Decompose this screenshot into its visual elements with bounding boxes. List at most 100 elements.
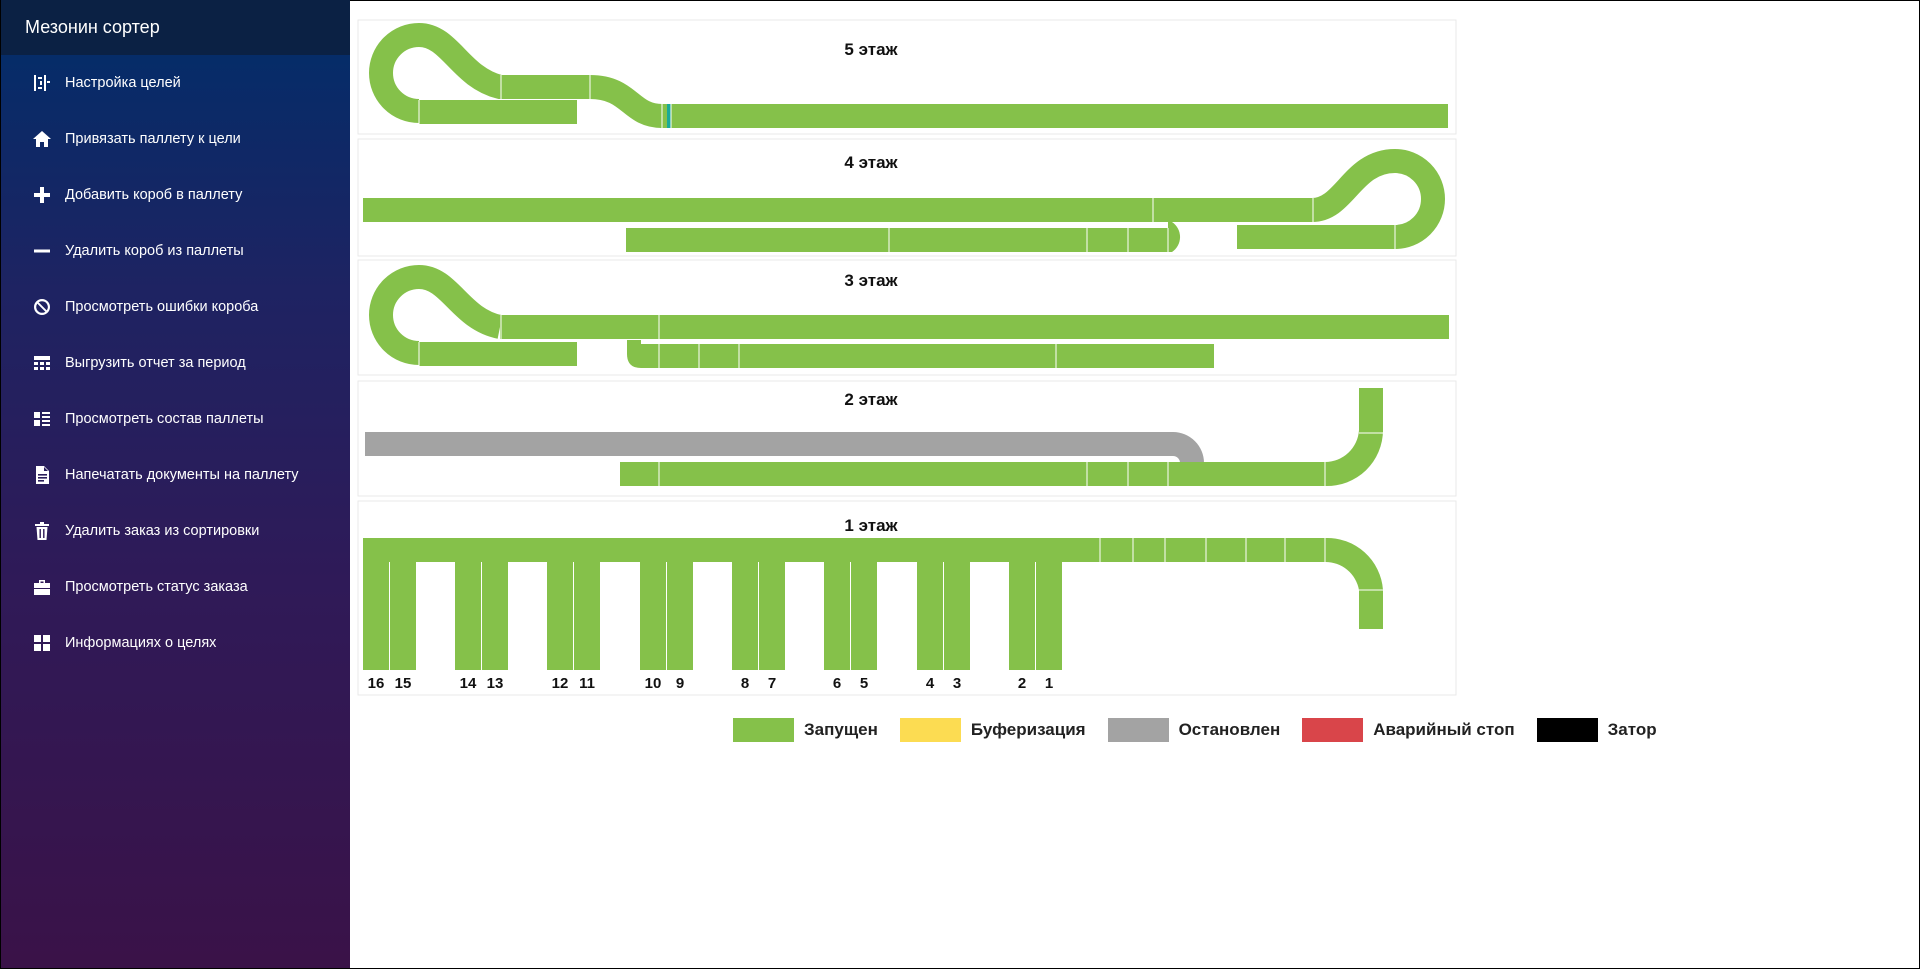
chute-9[interactable] [667,562,693,670]
conveyor-main-line[interactable] [500,315,1449,339]
menu-item-bind-pallet[interactable]: Привязать паллету к цели [1,111,350,167]
conveyor-stopped-line[interactable] [365,432,1173,456]
conveyor-segment[interactable] [419,342,577,366]
minus-icon [31,240,53,262]
conveyor-lower-line[interactable] [620,462,1326,486]
chute-number: 9 [676,675,684,692]
menu-item-label: Удалить заказ из сортировки [65,523,260,539]
floor-panel-3: 3 этаж [357,259,1457,376]
chute-2[interactable] [1009,562,1035,670]
grid-icon [31,632,53,654]
menu-item-label: Просмотреть ошибки короба [65,299,259,315]
legend-swatch [733,718,794,742]
chute-14[interactable] [455,562,481,670]
trash-icon [31,520,53,542]
app-title[interactable]: Мезонин сортер [1,0,350,55]
conveyor-segment[interactable] [419,100,577,124]
menu-item-targets-info[interactable]: Информацияx о целях [1,615,350,671]
chute-number: 15 [395,675,412,692]
chute-number: 14 [460,675,477,692]
main-content: 5 этаж 4 этаж [350,0,1920,969]
conveyor-vertical-segment[interactable] [1359,589,1383,629]
legend-label: Затор [1607,720,1657,739]
menu-item-add-box[interactable]: Добавить короб в паллету [1,167,350,223]
legend-label: Остановлен [1178,720,1281,739]
floor-title: 3 этаж [844,271,898,290]
conveyor-loop[interactable] [1237,148,1445,249]
conveyor-curve[interactable] [627,340,641,368]
chute-3[interactable] [944,562,970,670]
chute-number: 11 [579,675,595,692]
menu-item-pallet-contents[interactable]: Просмотреть состав паллеты [1,391,350,447]
floor-title: 5 этаж [844,40,898,59]
menu-item-export-report[interactable]: Выгрузить отчет за период [1,335,350,391]
calendar-icon [31,352,53,374]
legend-item: Остановлен [1107,718,1281,742]
menu-item-label: Привязать паллету к цели [65,131,241,147]
sidebar-menu: Настройка целей Привязать паллету к цели… [1,55,350,671]
floor-panel-4: 4 этаж [357,138,1457,257]
menu-item-delete-order[interactable]: Удалить заказ из сортировки [1,503,350,559]
legend-label: Запущен [804,720,878,739]
chute-number: 4 [926,675,935,692]
chute-number: 12 [552,675,569,692]
legend-swatch [1536,718,1598,742]
legend-item: Аварийный стоп [1302,718,1515,742]
legend-swatch [1302,718,1364,742]
legend-item: Буферизация [899,718,1086,742]
menu-item-box-errors[interactable]: Просмотреть ошибки короба [1,279,350,335]
conveyor-loop[interactable] [369,264,504,365]
chute-7[interactable] [759,562,785,670]
menu-item-remove-box[interactable]: Удалить короб из паллеты [1,223,350,279]
chute-6[interactable] [824,562,850,670]
menu-item-label: Выгрузить отчет за период [65,355,246,371]
chute-8[interactable] [732,562,758,670]
menu-item-label: Информацияx о целях [65,635,217,651]
conveyor-lower-line[interactable] [641,344,1214,368]
conveyor-main-line[interactable] [363,538,1326,562]
conveyor-main-line[interactable] [660,104,1448,128]
legend-swatch [1107,718,1169,742]
chute-4[interactable] [917,562,943,670]
menu-item-label: Просмотреть статус заказа [65,579,248,595]
menu-item-target-settings[interactable]: Настройка целей [1,55,350,111]
floor-title: 4 этаж [844,153,898,172]
conveyor-curve[interactable] [589,75,663,128]
conveyor-main-line[interactable] [363,198,1313,222]
menu-item-label: Просмотреть состав паллеты [65,411,264,427]
conveyor-curve[interactable] [1325,537,1383,590]
conveyor-lower-line[interactable] [626,228,1170,252]
conveyor-curve[interactable] [1325,430,1384,487]
floor-title: 2 этаж [844,390,898,409]
sidebar: Мезонин сортер Настройка целей Привязать… [0,0,350,969]
chute-12[interactable] [547,562,573,670]
menu-item-label: Добавить короб в паллету [65,187,243,203]
legend-label: Аварийный стоп [1373,720,1515,739]
conveyor-vertical-segment[interactable] [1359,388,1383,432]
plus-icon [31,184,53,206]
conveyor-stopped-curve[interactable] [1172,432,1204,463]
chute-5[interactable] [851,562,877,670]
menu-item-print-documents[interactable]: Напечатать документы на паллету [1,447,350,503]
chute-16[interactable] [363,562,389,670]
floor-title: 1 этаж [844,516,898,535]
chute-13[interactable] [482,562,508,670]
chute-15[interactable] [390,562,416,670]
conveyor-scheme: 5 этаж 4 этаж [357,19,1457,696]
floor-panel-frame [357,500,1457,696]
menu-item-order-status[interactable]: Просмотреть статус заказа [1,559,350,615]
chute-1[interactable] [1036,562,1062,670]
conveyor-loop[interactable] [369,22,590,123]
chute-11[interactable] [574,562,600,670]
chute-number: 2 [1018,675,1026,692]
legend-item: Запущен [733,718,878,742]
menu-item-label: Напечатать документы на паллету [65,467,299,483]
chute-10[interactable] [640,562,666,670]
legend-swatch [899,718,961,742]
briefcase-icon [31,576,53,598]
floor-panel-2: 2 этаж [357,380,1457,497]
list-icon [31,408,53,430]
conveyor-curve[interactable] [1168,222,1181,252]
